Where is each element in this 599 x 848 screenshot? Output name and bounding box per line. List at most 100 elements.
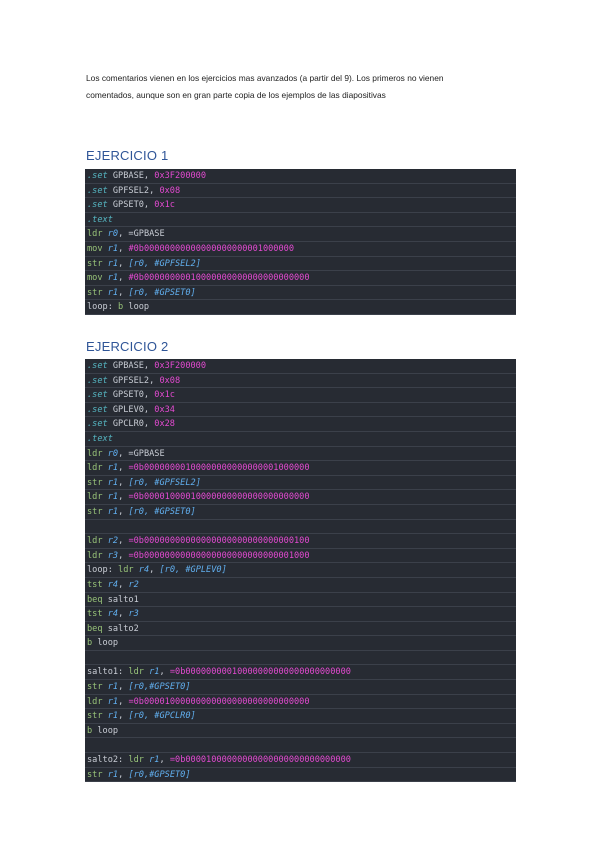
code-token: .set — [87, 390, 108, 401]
code-token: tst — [87, 579, 103, 590]
code-line: beq salto2 — [85, 622, 516, 637]
code-token: #0b00000000010000000000000000000000 — [128, 273, 310, 284]
code-token: , — [118, 477, 129, 488]
code-token: str — [87, 682, 103, 693]
code-token: r1 — [149, 667, 160, 678]
code-line: str r1, [r0, #GPSET0] — [85, 286, 516, 301]
code-line: .set GPFSEL2, 0x08 — [85, 184, 516, 199]
code-token: 0x1c — [154, 200, 175, 211]
code-token: .set — [87, 375, 108, 386]
code-token: [r0, #GPFSEL2] — [128, 477, 201, 488]
code-line — [85, 738, 516, 754]
code-line: str r1, [r0, #GPFSEL2] — [85, 476, 516, 491]
code-token: , — [118, 769, 129, 780]
code-token: salto2: — [87, 755, 129, 766]
code-token: , — [118, 492, 129, 503]
intro-line-1: Los comentarios vienen en los ejercicios… — [86, 73, 444, 83]
code-token: r1 — [107, 258, 119, 269]
code-token: [r0, #GPFSEL2] — [128, 258, 201, 269]
code-token: r2 — [107, 536, 119, 547]
code-token: [r0,#GPSET0] — [128, 682, 191, 693]
code-token: loop: — [87, 565, 119, 576]
code-token: r1 — [107, 682, 119, 693]
code-token: r1 — [107, 506, 119, 517]
code-line: ldr r1, =0b00001000010000000000000000000… — [85, 490, 516, 505]
code-token: r1 — [107, 287, 119, 298]
code-token: r4 — [138, 565, 150, 576]
code-token: ldr — [87, 550, 103, 561]
intro-paragraph: Los comentarios vienen en los ejercicios… — [86, 70, 526, 104]
code-token: mov — [87, 243, 103, 254]
code-token: str — [87, 769, 103, 780]
code-line: ldr r3, =0b00000000000000000000000000001… — [85, 549, 516, 564]
code-token: loop: — [87, 302, 119, 313]
code-token: b — [87, 725, 93, 736]
code-token: ldr — [128, 755, 144, 766]
code-token: salto1 — [102, 594, 139, 605]
code-token: .set — [87, 185, 108, 196]
code-line: loop: ldr r4, [r0, #GPLEV0] — [85, 563, 516, 578]
code-token: r1 — [107, 477, 119, 488]
code-token: , — [118, 536, 129, 547]
code-token: b — [118, 302, 124, 313]
code-token: GPBASE, — [107, 361, 155, 371]
code-token: r0 — [107, 448, 119, 459]
code-line: str r1, [r0,#GPSET0] — [85, 768, 516, 783]
code-token: beq — [87, 623, 103, 634]
code-line: str r1, [r0,#GPSET0] — [85, 680, 516, 695]
code-token: 0x08 — [159, 185, 181, 196]
code-line: .text — [85, 432, 516, 447]
exercise-1-heading: EJERCICIO 1 — [86, 148, 169, 163]
code-line: tst r4, r2 — [85, 578, 516, 593]
code-token: .text — [87, 433, 113, 444]
code-token: r4 — [107, 579, 119, 590]
code-token: =0b00000000100000000000000001000000 — [128, 463, 310, 474]
code-token: , — [159, 667, 170, 678]
code-token: =0b00000000010000000000000000000000 — [169, 667, 351, 678]
code-token: GPFSEL2, — [107, 185, 160, 196]
code-token: str — [87, 506, 103, 517]
code-token: , — [118, 682, 129, 693]
code-line: .set GPBASE, 0x3F200000 — [85, 359, 516, 374]
code-token: str — [87, 258, 103, 269]
code-token: .set — [87, 419, 108, 430]
code-token: GPLEV0, — [107, 404, 155, 415]
code-token: 0x3F200000 — [154, 171, 207, 181]
code-token: beq — [87, 594, 103, 605]
code-token: , — [118, 506, 129, 517]
code-token: r3 — [107, 550, 119, 561]
code-line: str r1, [r0, #GPCLR0] — [85, 709, 516, 724]
code-token: ldr — [118, 565, 134, 576]
code-token: =0b00000000000000000000000000001000 — [128, 550, 310, 561]
code-line: mov r1, #0b00000000010000000000000000000… — [85, 271, 516, 286]
code-token: GPFSEL2, — [107, 375, 160, 386]
code-line: .set GPBASE, 0x3F200000 — [85, 169, 516, 184]
code-token: .set — [87, 200, 108, 211]
code-line: .text — [85, 213, 516, 228]
code-token: , — [118, 711, 129, 722]
code-token: =0b00000000000000000000000000000100 — [128, 536, 310, 547]
code-token: str — [87, 477, 103, 488]
code-token: GPBASE, — [107, 171, 155, 181]
code-token: ldr — [128, 667, 144, 678]
code-token: mov — [87, 273, 103, 284]
code-token: 0x1c — [154, 390, 175, 401]
exercise-2-heading: EJERCICIO 2 — [86, 339, 169, 354]
code-token: str — [87, 711, 103, 722]
code-token: 0x08 — [159, 375, 181, 386]
code-line: .set GPCLR0, 0x28 — [85, 417, 516, 432]
code-token: [r0, #GPLEV0] — [159, 565, 227, 576]
code-line: ldr r0, =GPBASE — [85, 227, 516, 242]
code-line: b loop — [85, 636, 516, 651]
code-token: r1 — [107, 463, 119, 474]
code-token: ldr — [87, 492, 103, 503]
code-line: salto1: ldr r1, =0b000000000100000000000… — [85, 665, 516, 681]
code-token: , — [118, 463, 129, 474]
code-token: tst — [87, 609, 103, 620]
code-token: r1 — [107, 711, 119, 722]
code-token: , — [118, 273, 129, 284]
code-token: r1 — [149, 755, 160, 766]
code-token: .set — [87, 404, 108, 415]
code-token: .set — [87, 171, 108, 181]
code-token: loop — [92, 725, 119, 736]
